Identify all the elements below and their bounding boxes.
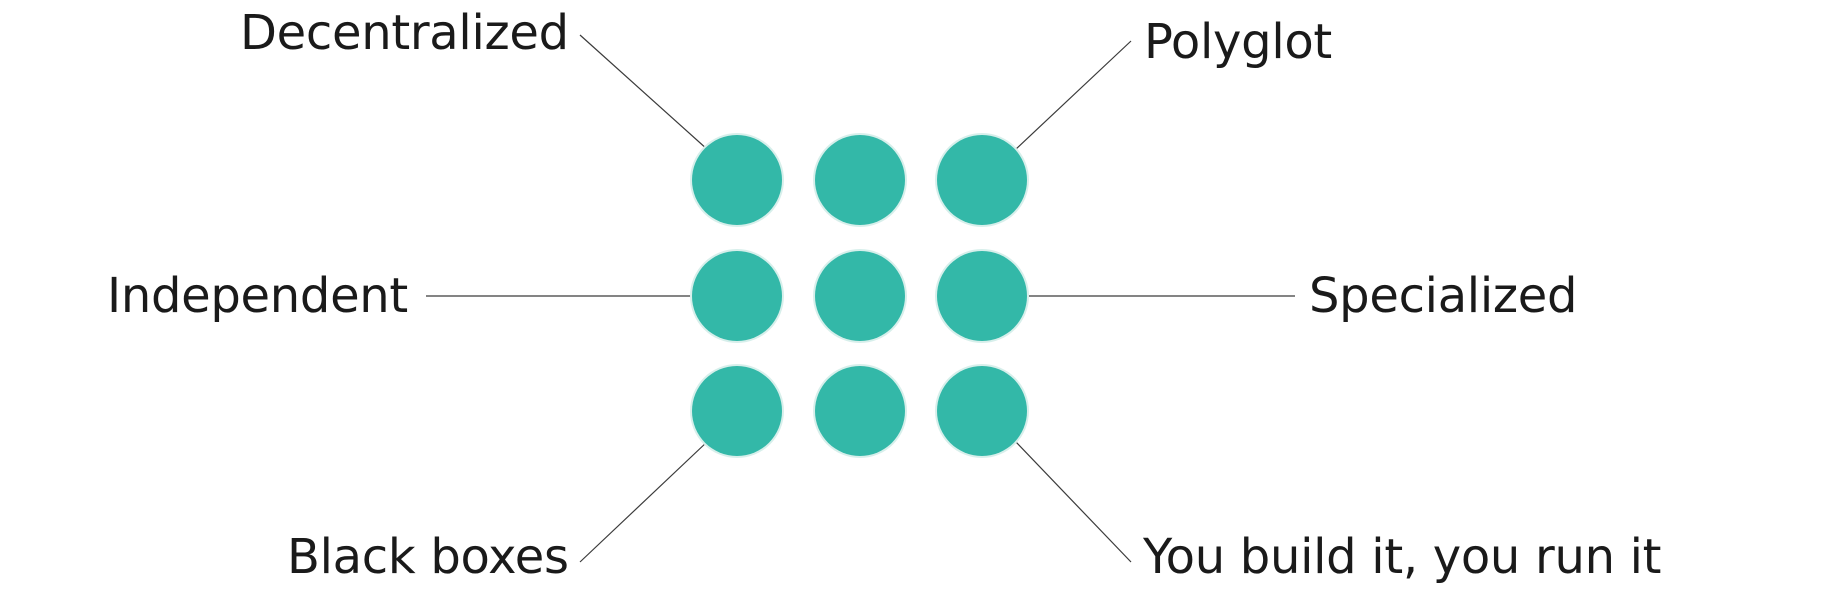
service-node-r1-c1 bbox=[692, 135, 782, 225]
label-black-boxes: Black boxes bbox=[287, 529, 569, 585]
service-node-r3-c1 bbox=[692, 366, 782, 456]
service-node-r3-c3 bbox=[937, 366, 1027, 456]
service-node-r2-c3 bbox=[937, 251, 1027, 341]
service-node-r2-c1 bbox=[692, 251, 782, 341]
label-you-build-it-you-run-it: You build it, you run it bbox=[1143, 529, 1662, 585]
label-independent: Independent bbox=[107, 268, 408, 324]
service-node-r2-c2 bbox=[815, 251, 905, 341]
connector-you-build-it bbox=[1014, 440, 1132, 563]
connector-polyglot bbox=[1014, 40, 1132, 151]
connector-lines bbox=[426, 34, 1295, 563]
label-specialized: Specialized bbox=[1309, 268, 1578, 324]
service-node-r3-c2 bbox=[815, 366, 905, 456]
label-polyglot: Polyglot bbox=[1144, 14, 1332, 70]
service-node-r1-c3 bbox=[937, 135, 1027, 225]
connector-black-boxes bbox=[579, 440, 709, 563]
label-decentralized: Decentralized bbox=[240, 5, 569, 61]
service-node-r1-c2 bbox=[815, 135, 905, 225]
connector-decentralized bbox=[579, 34, 709, 151]
service-node-grid bbox=[690, 133, 1029, 458]
